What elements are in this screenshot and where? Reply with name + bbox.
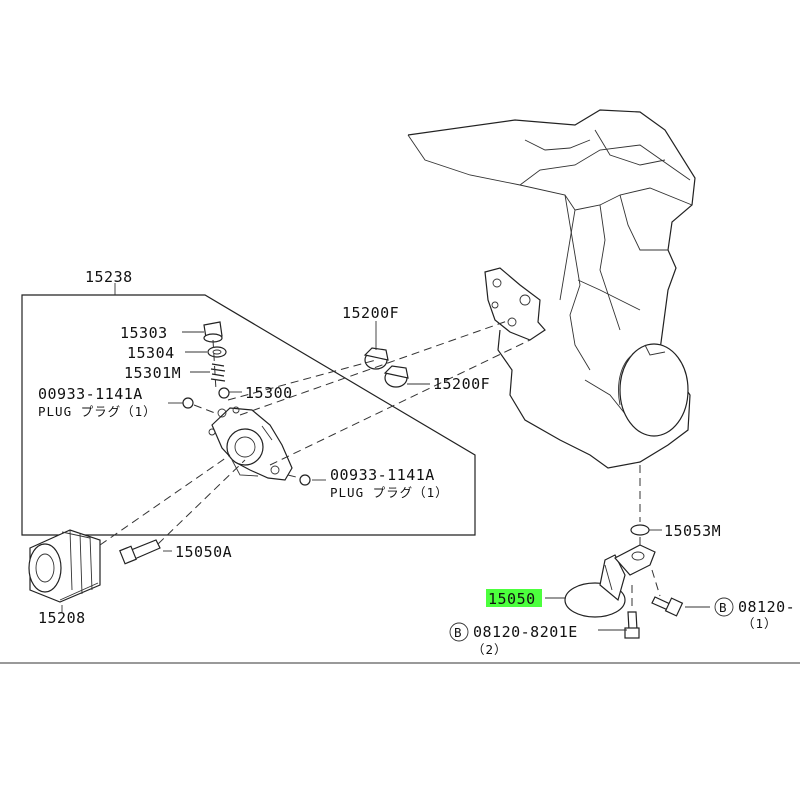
plug-top	[182, 397, 194, 409]
bolt-bottom-callout: B 08120-8201E （2）	[449, 622, 578, 657]
engine-block	[407, 109, 696, 469]
label-15304: 15304	[127, 344, 175, 362]
label-15303: 15303	[120, 324, 168, 342]
cap-15200f-top	[363, 347, 389, 370]
part-15300-valve	[218, 387, 230, 399]
leader-lines	[61, 321, 710, 631]
label-plug-top-text: PLUG プラグ（1）	[38, 404, 157, 419]
oring-15053m	[630, 524, 650, 536]
connector-bolt	[119, 539, 161, 565]
pulley-cover	[619, 343, 689, 437]
label-15208: 15208	[38, 609, 86, 627]
strainer-bolt-bottom	[624, 611, 640, 639]
label-bolt-bottom-code: 08120-8201E	[473, 623, 578, 641]
bolt-right-callout: B 08120- （1）	[714, 597, 795, 631]
oil-strainer	[564, 544, 656, 618]
label-plug-top-code: 00933-1141A	[38, 385, 143, 403]
label-bolt-bottom-qty: （2）	[472, 642, 508, 657]
alignment-lines	[99, 319, 661, 610]
part-15304-washer	[207, 346, 227, 358]
plug-bottom	[299, 474, 311, 486]
block-flange	[484, 267, 546, 341]
part-15301m-spring	[210, 363, 226, 382]
filter-bracket	[208, 406, 293, 481]
cap-15200f-bottom	[383, 365, 409, 388]
label-15200f-top: 15200F	[342, 304, 399, 322]
label-plug-bottom-code: 00933-1141A	[330, 466, 435, 484]
assembly-box-15238	[21, 283, 476, 536]
part-15303-plug	[203, 321, 223, 343]
label-15301m: 15301M	[124, 364, 181, 382]
strainer-bolt-right	[651, 596, 684, 617]
label-bolt-right-code: 08120-	[738, 598, 795, 616]
label-bolt-right-qty: （1）	[742, 616, 778, 631]
label-15300: 15300	[245, 384, 293, 402]
label-15053m: 15053M	[664, 522, 721, 540]
label-plug-bottom-text: PLUG プラグ（1）	[330, 485, 449, 500]
label-15050: 15050	[488, 590, 536, 608]
label-15200f-bottom: 15200F	[433, 375, 490, 393]
circle-b-bottom: B	[454, 625, 463, 640]
label-15238: 15238	[85, 268, 133, 286]
circle-b-right: B	[719, 600, 728, 615]
highlight-15050	[486, 589, 542, 607]
oil-filter	[28, 529, 101, 603]
label-15050a: 15050A	[175, 543, 232, 561]
